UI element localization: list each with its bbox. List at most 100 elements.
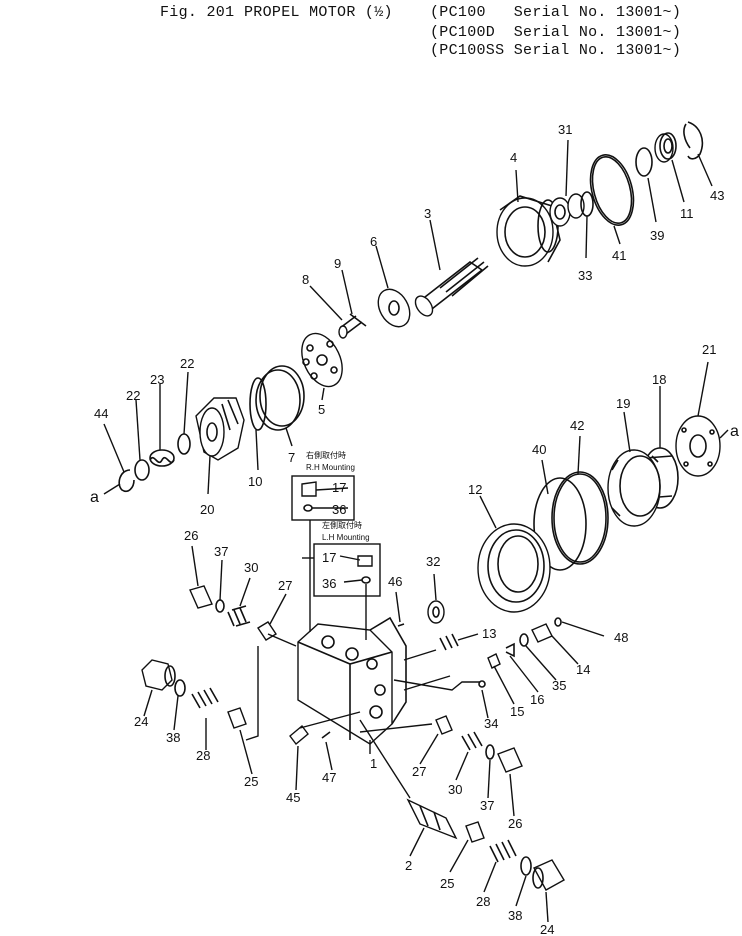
figure-title: PROPEL MOTOR (½) [244,4,393,21]
callout-21: 21 [702,342,716,357]
spring-13 [439,633,459,651]
callout-11: 11 [680,206,694,221]
o-ring-37b [485,744,495,760]
callout-8: 8 [302,272,309,287]
callout-25b: 25 [440,876,454,891]
rh-mounting-label: R.H Mounting [306,463,355,472]
housing-4 [496,195,561,267]
callout-27b: 27 [412,764,426,779]
callout-26b: 26 [508,816,522,831]
callout-39: 39 [650,228,664,243]
callout-36-lh: 36 [322,576,336,591]
callout-43: 43 [710,188,724,203]
callout-31: 31 [558,122,572,137]
spring-16 [505,642,515,658]
valve-27b [435,715,453,735]
callout-22a: 22 [180,356,194,371]
callout-13: 13 [482,626,496,641]
callout-7: 7 [288,450,295,465]
figure-number: Fig. 201 [160,4,235,21]
plate-6 [377,288,411,328]
callout-36-rh: 36 [332,502,346,517]
shaft-3 [414,257,489,317]
applicability-line-3: (PC100SS Serial No. 13001~) [430,42,682,59]
callout-1: 1 [370,756,377,771]
callout-34: 34 [484,716,498,731]
callout-19: 19 [616,396,630,411]
callout-15: 15 [510,704,524,719]
spring-30b [461,731,483,751]
callout-4: 4 [510,150,517,165]
poppet-25b [465,821,485,843]
reference-a-left: a [90,489,99,506]
cover-21 [675,415,721,477]
callout-labels: 1 2 3 4 5 6 7 8 9 10 11 12 13 14 15 16 1… [94,122,724,936]
plug-24 [141,659,176,691]
callout-48: 48 [614,630,628,645]
callout-37b: 37 [480,798,494,813]
snap-ring-43 [683,121,704,160]
o-ring-40 [533,477,587,571]
callout-38a: 38 [166,730,180,745]
screw-45 [289,724,309,746]
snap-ring-44 [118,469,135,493]
callout-46: 46 [388,574,402,589]
callout-6: 6 [370,234,377,249]
callout-17-lh: 17 [322,550,336,565]
callout-14: 14 [576,662,590,677]
plate-5 [301,332,343,388]
washer-22b [134,459,150,481]
poppet-25 [227,707,247,729]
callout-28a: 28 [196,748,210,763]
callout-27a: 27 [278,578,292,593]
callout-24b: 24 [540,922,554,936]
plug-26b [497,747,523,773]
o-ring-48 [554,617,562,627]
mounting-notes: 右側取付時 R.H Mounting 左側取付時 L.H Mounting [306,450,370,542]
spool-2 [406,798,458,840]
callout-30b: 30 [448,782,462,797]
spring-28 [191,687,219,709]
seal-11 [654,132,677,163]
rh-mounting-box [291,475,355,521]
reference-a-right: a [730,423,739,440]
valve-body-1 [297,616,451,745]
hub-12 [477,523,551,613]
spring-30 [227,605,251,627]
rh-mounting-jp: 右側取付時 [306,450,346,460]
o-ring-41 [589,154,635,226]
callout-33: 33 [578,268,592,283]
bearing-32 [427,600,445,624]
callout-24a: 24 [134,714,148,729]
cylinder-block-20 [195,397,245,461]
callout-44: 44 [94,406,108,421]
pin-46 [397,623,405,627]
o-ring-38b [520,856,532,876]
bearing-31 [549,193,585,227]
callout-28b: 28 [476,894,490,909]
plug-26 [189,585,213,609]
applicability-line-2: (PC100D Serial No. 13001~) [430,24,682,41]
callout-16: 16 [530,692,544,707]
callout-2: 2 [405,858,412,873]
plate-19 [607,449,661,527]
callout-22b: 22 [126,388,140,403]
callout-30a: 30 [244,560,258,575]
callout-12: 12 [468,482,482,497]
o-ring-42 [551,471,609,565]
callout-35: 35 [552,678,566,693]
callout-23: 23 [150,372,164,387]
pin-9 [338,313,367,339]
plug-14 [531,623,553,643]
valve-15 [487,653,501,669]
callout-10: 10 [248,474,262,489]
callout-25a: 25 [244,774,258,789]
ring-10 [249,377,267,431]
applicability-line-1: (PC100 Serial No. 13001~) [430,4,682,21]
washer-22 [177,433,191,455]
plug-24b [532,859,565,891]
spring-7 [255,365,305,431]
callout-38b: 38 [508,908,522,923]
